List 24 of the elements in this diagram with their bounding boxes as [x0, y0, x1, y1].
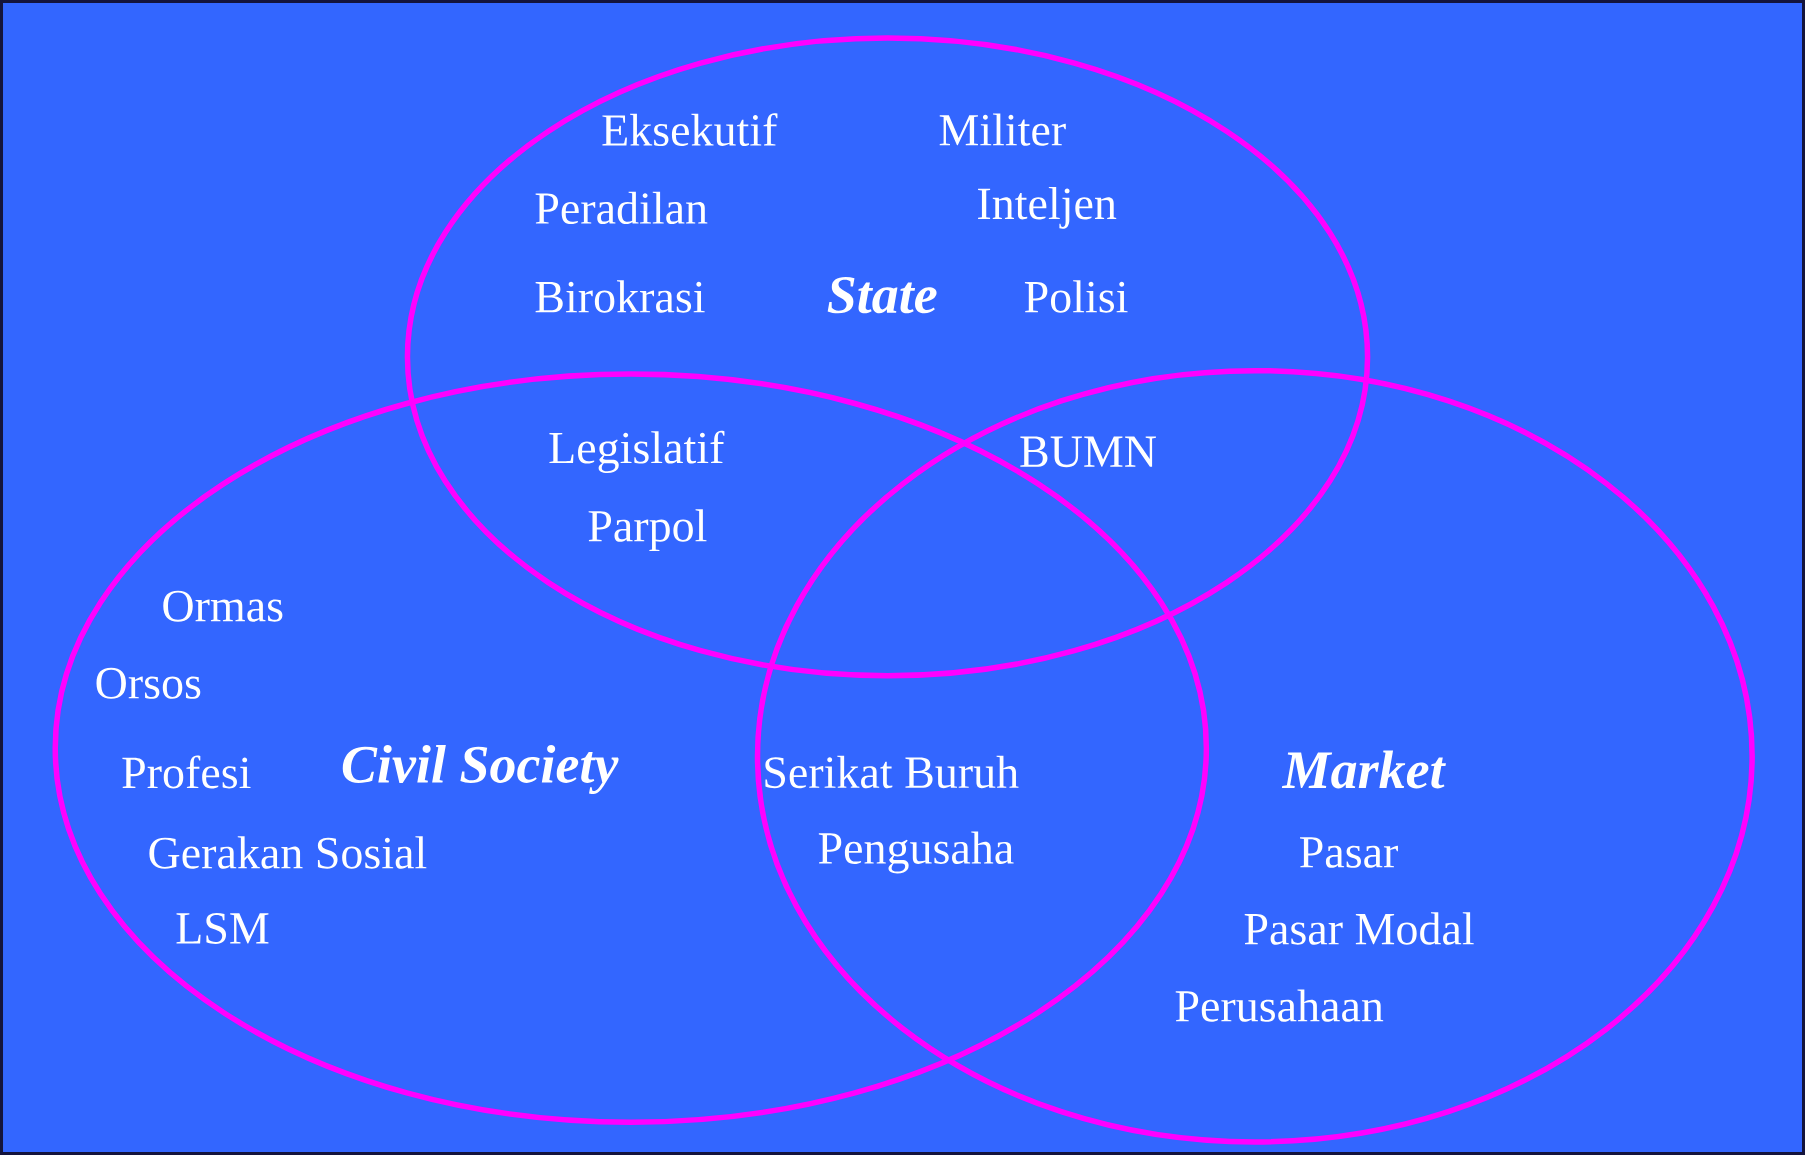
item-label: Profesi: [122, 755, 251, 789]
item-label: Pasar Modal: [1244, 912, 1474, 945]
item-label: Militer: [939, 113, 1066, 146]
item-label: Gerakan Sosial: [149, 836, 427, 869]
item-label: Ormas: [163, 590, 283, 622]
item-label: Legislatif: [549, 430, 725, 474]
item-label: Parpol: [588, 509, 707, 552]
set-title: Market: [1281, 750, 1446, 789]
item-label: Perusahaan: [1175, 989, 1384, 1022]
item-label: Peradilan: [535, 191, 708, 225]
venn-ellipse: [404, 35, 1371, 679]
item-label: BUMN: [1020, 436, 1156, 468]
item-label: Eksekutif: [602, 113, 778, 146]
item-label: Birokrasi: [535, 280, 705, 313]
item-label: Pengusaha: [818, 831, 1014, 874]
item-label: Orsos: [96, 667, 201, 699]
item-label: Serikat Buruh: [765, 755, 1019, 789]
item-label: Polisi: [1024, 280, 1128, 313]
venn-ellipse: [754, 367, 1755, 1145]
item-label: Pasar: [1300, 837, 1398, 868]
item-label: LSM: [176, 913, 269, 944]
set-title: State: [827, 277, 937, 314]
item-label: Inteljen: [978, 187, 1117, 229]
set-title: Civil Society: [342, 744, 619, 795]
